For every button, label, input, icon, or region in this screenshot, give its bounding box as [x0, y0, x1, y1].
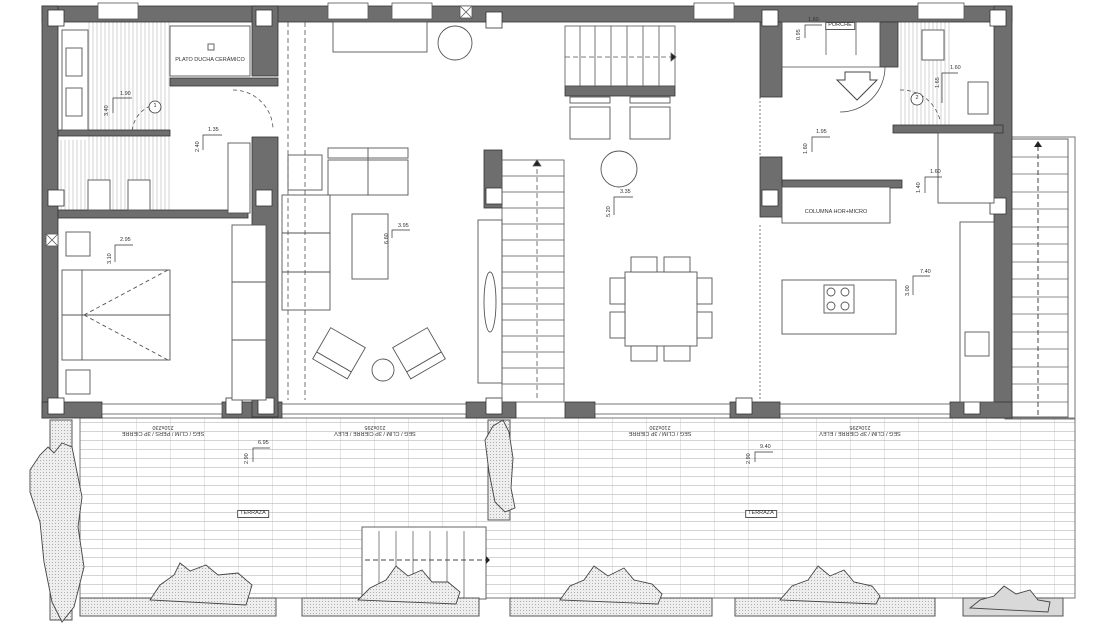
dim-entry-h: 1.60 [803, 143, 809, 154]
entrance-arrow-icon [835, 71, 879, 101]
dim-dining-h: 5.20 [606, 206, 612, 217]
bath1-tag: 1 [153, 103, 157, 109]
dim-terrace-right-h: 2.90 [746, 453, 752, 464]
dim-living-w: 3.95 [398, 223, 409, 229]
dim-hall-w: 1.35 [208, 127, 219, 133]
dim-living-h: 6.60 [384, 233, 390, 244]
dim-hall-h: 2.40 [195, 141, 201, 152]
room-tags [148, 92, 924, 114]
dim-bath2-h: 1.65 [935, 77, 941, 88]
terrace [29, 136, 1076, 623]
dim-bedroom-h: 3.10 [107, 253, 113, 264]
porch-label: PORCHE [825, 22, 855, 30]
bath2-tag: 2 [915, 95, 919, 101]
columns [47, 9, 1007, 415]
terrace-label-left: TERRAZA [237, 510, 269, 518]
dimension-markers [112, 24, 958, 462]
dim-pantry-w: 1.60 [930, 169, 941, 175]
dim-terrace-left-w: 6.95 [258, 440, 269, 446]
kitchen-column-label: COLUMNA HOR+MICRO [804, 209, 868, 215]
dim-terrace-right-w: 9.40 [760, 444, 771, 450]
dim-dining-w: 3.35 [620, 189, 631, 195]
walls [41, 5, 1013, 419]
dim-bath2-w: 1.60 [950, 65, 961, 71]
dim-kitchen-w: 7.40 [920, 269, 931, 275]
shrubs [29, 419, 1051, 623]
dim-bedroom-w: 2.95 [120, 237, 131, 243]
dim-kitchen-h: 3.00 [905, 285, 911, 296]
side-stairs [1007, 138, 1069, 418]
dim-entry-w: 1.95 [816, 129, 827, 135]
interior-stairs [131, 21, 941, 403]
dim-bath1-h: 3.40 [104, 105, 110, 116]
dim-porch-h: 0.95 [796, 29, 802, 40]
dim-terrace-left-h: 2.90 [244, 453, 250, 464]
shower-label: PLATO DUCHA CERÁMICO [175, 57, 245, 63]
furniture [61, 21, 995, 403]
terrace-label-right: TERRAZA [745, 510, 777, 518]
dim-bath1-w: 1.90 [120, 91, 131, 97]
stair-arrow-icon [486, 556, 490, 564]
windows [45, 2, 965, 415]
dim-pantry-h: 1.40 [916, 182, 922, 193]
dim-porch-w: 1.60 [808, 17, 819, 23]
